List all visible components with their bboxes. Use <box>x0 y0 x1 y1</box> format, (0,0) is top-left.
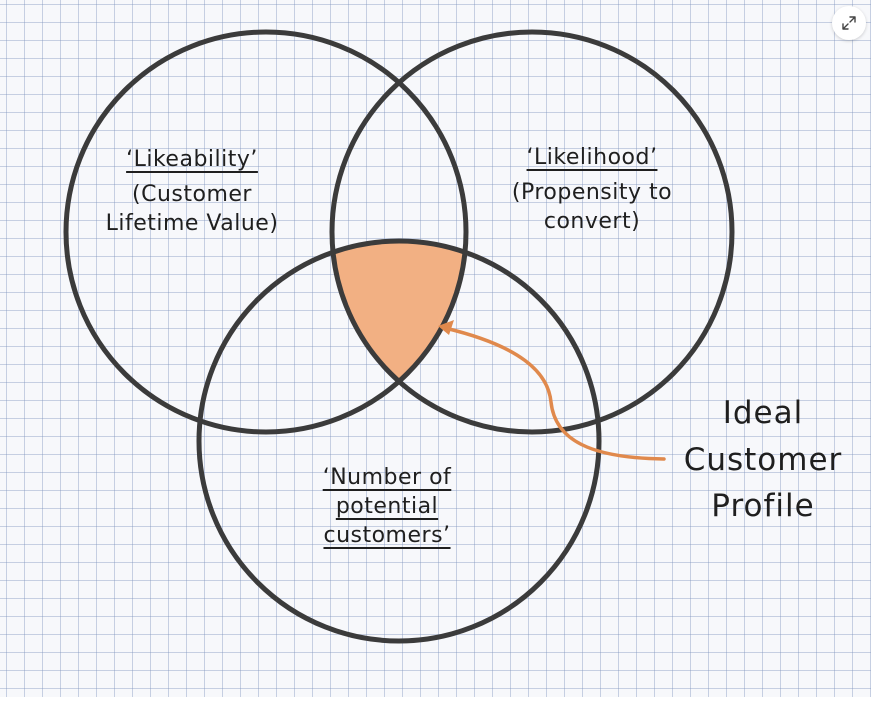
market-title-line-1: ‘Number of <box>322 465 452 490</box>
label-likelihood: ‘Likelihood’ (Propensity to convert) <box>492 143 692 236</box>
label-number-of-customers: ‘Number of potential customers’ <box>292 463 482 550</box>
icp-line-2: Customer <box>683 441 843 478</box>
likeability-title: ‘Likeability’ <box>126 147 258 172</box>
circle-number-of-customers <box>196 238 602 644</box>
pointer-arrowhead <box>438 320 454 335</box>
expand-arrows-icon <box>842 16 856 30</box>
icp-line-3: Profile <box>711 488 815 524</box>
pointer-arrow <box>443 326 666 461</box>
likeability-subtitle-line-1: (Customer <box>132 182 252 208</box>
likelihood-subtitle-line-1: (Propensity to <box>511 180 673 206</box>
market-title-line-2: potential <box>335 494 439 520</box>
label-likeability: ‘Likeability’ (Customer Lifetime Value) <box>92 145 292 238</box>
likeability-subtitle-line-2: Lifetime Value) <box>105 211 279 237</box>
icp-line-1: Ideal <box>722 395 804 431</box>
label-ideal-customer-profile: Ideal Customer Profile <box>668 390 858 530</box>
market-title-line-3: customers’ <box>323 523 451 549</box>
likelihood-title: ‘Likelihood’ <box>526 145 658 170</box>
likelihood-subtitle-line-2: convert) <box>543 209 641 235</box>
circle-likelihood <box>329 29 735 435</box>
circle-likeability <box>63 29 469 435</box>
expand-button[interactable] <box>832 6 866 40</box>
